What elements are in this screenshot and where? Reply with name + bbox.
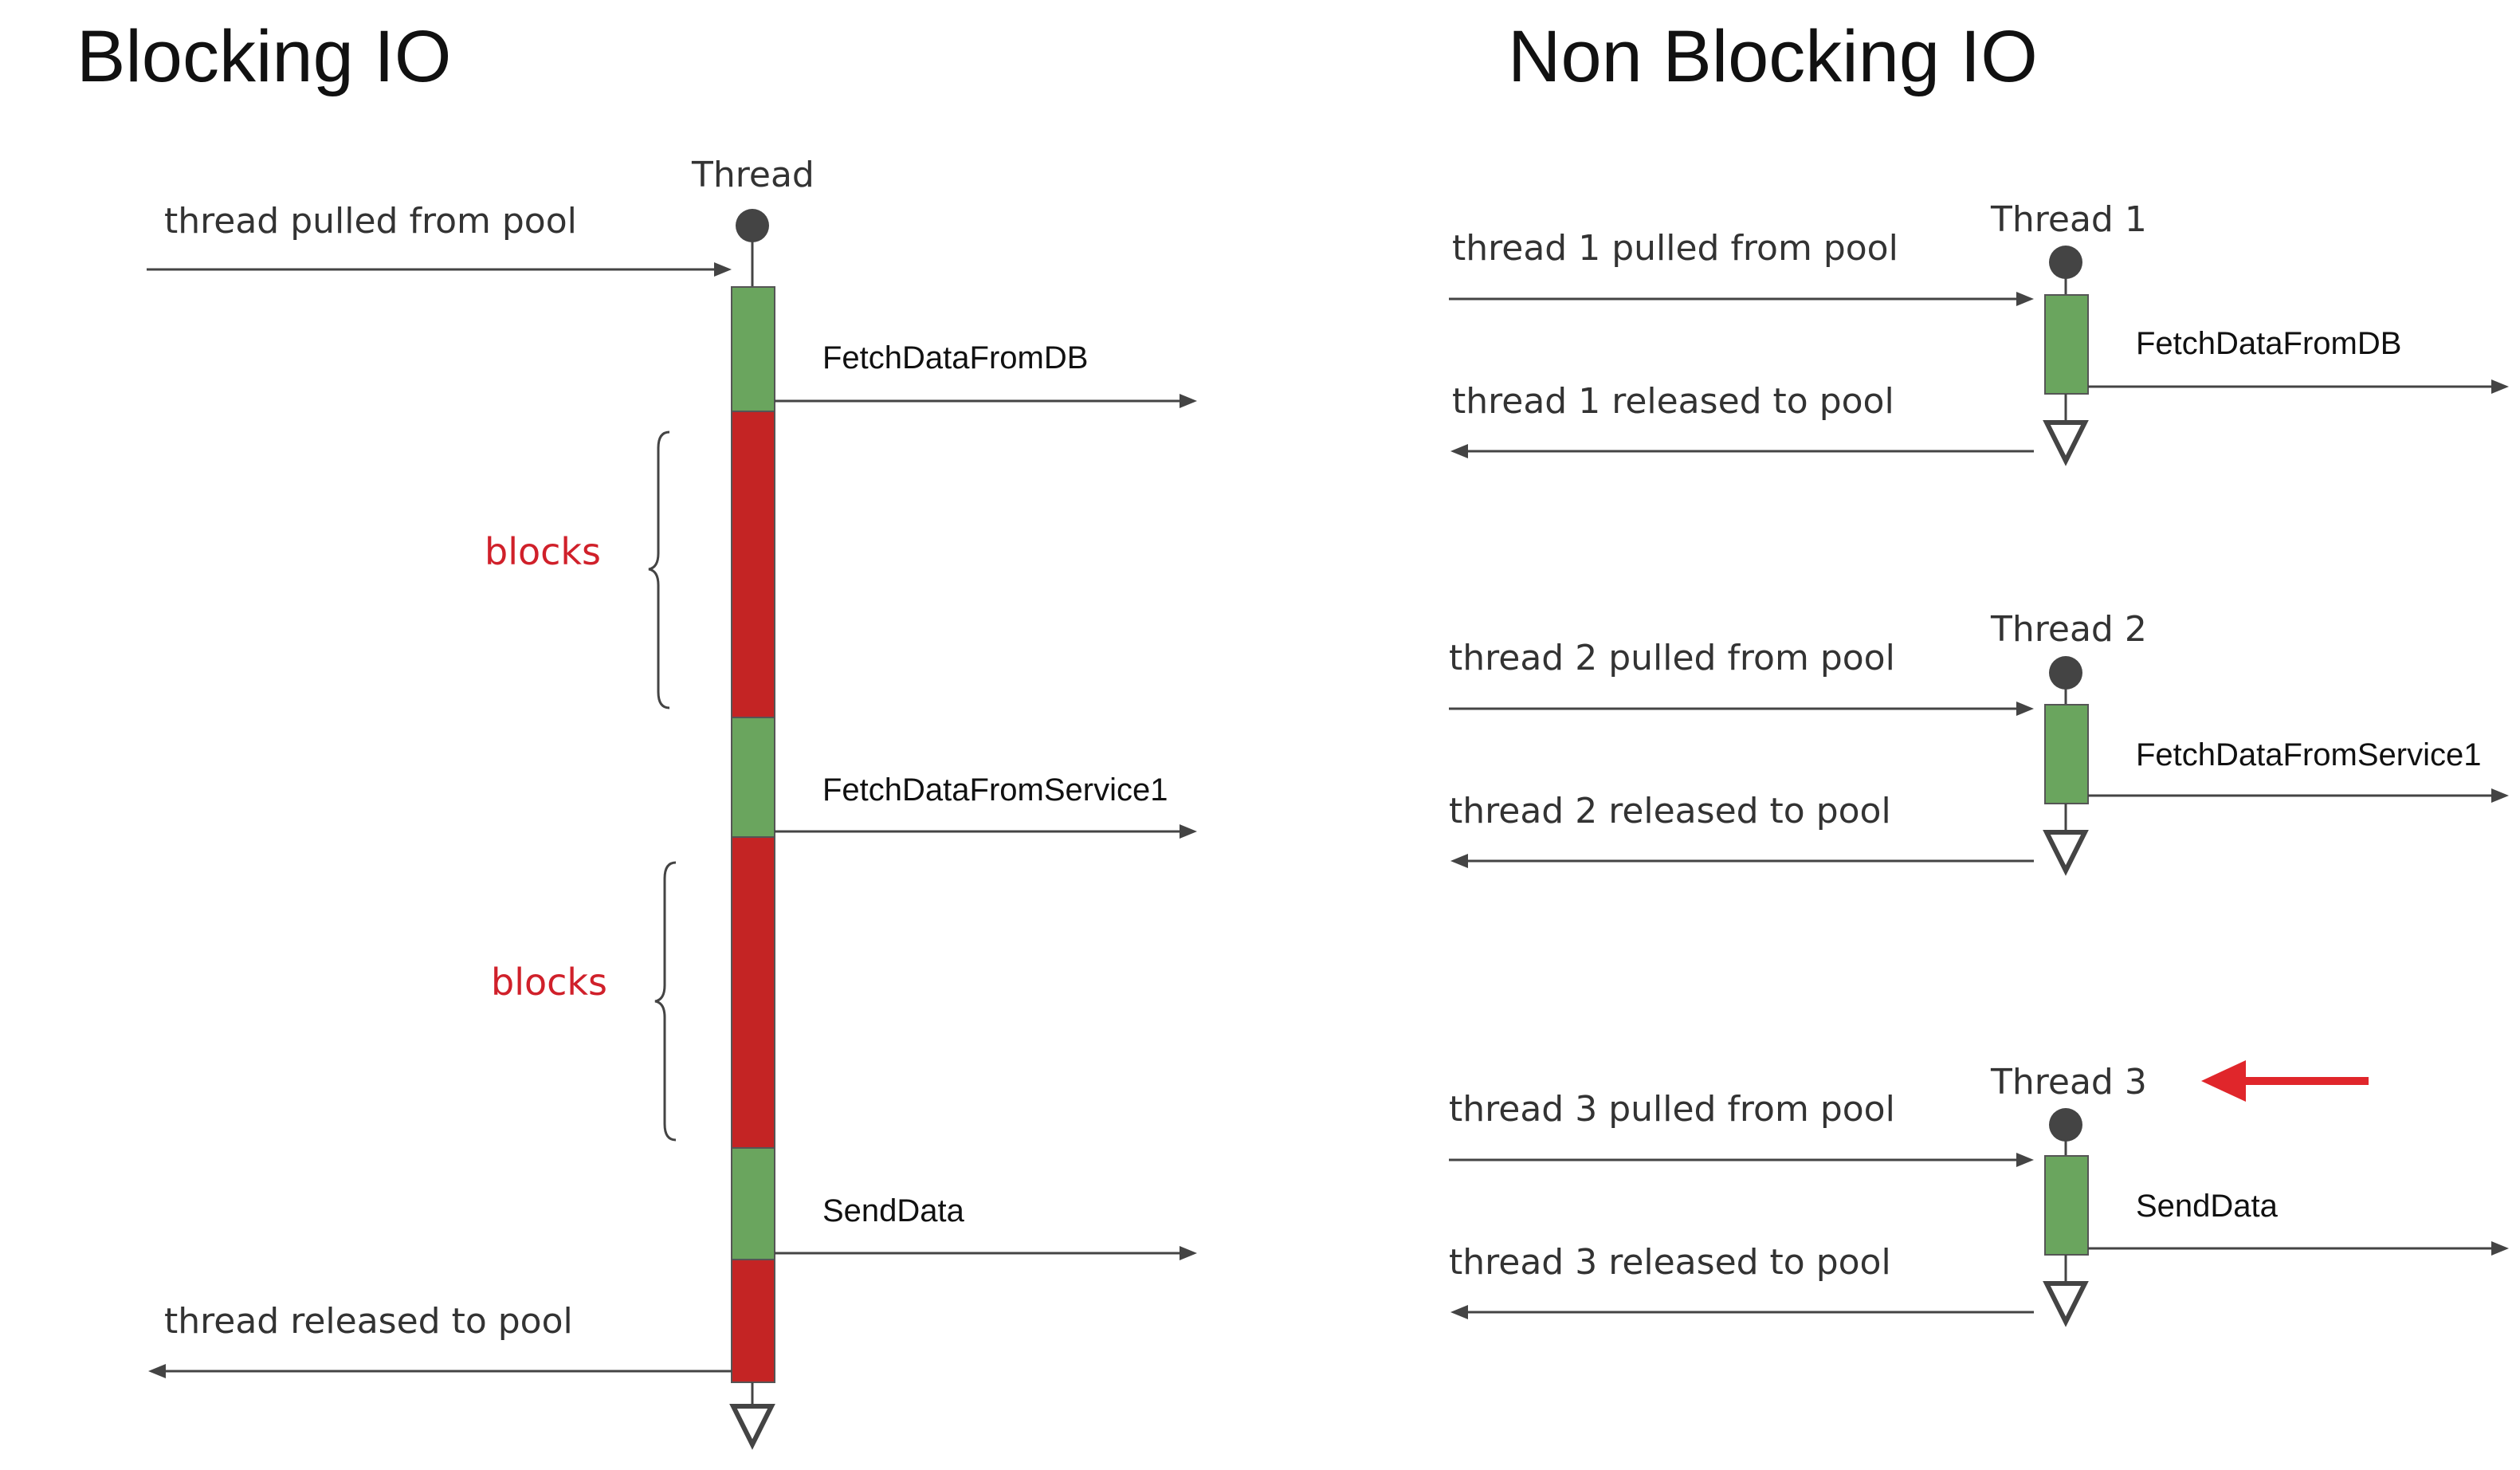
blocking-released-label: thread released to pool	[164, 1301, 573, 1342]
thread-start-dot-icon	[2049, 246, 2082, 295]
thread-3-group: Thread 3 thread 3 pulled from pool SendD…	[1449, 1060, 2509, 1327]
thread-end-arrow-icon	[729, 1382, 775, 1450]
released-arrow-icon	[1450, 444, 2034, 458]
thread-3-op-label: SendData	[2136, 1189, 2279, 1224]
op-arrow-icon	[2088, 1241, 2509, 1256]
op-arrow-icon	[775, 824, 1197, 839]
active-segment-service	[731, 717, 775, 838]
blocks-label: blocks	[491, 961, 607, 1004]
op-label-send-data: SendData	[822, 1193, 965, 1228]
thread-end-arrow-icon	[2043, 394, 2089, 466]
blocking-io-title: Blocking IO	[77, 16, 451, 97]
active-segment-db	[731, 286, 775, 412]
thread-2-pulled-label: thread 2 pulled from pool	[1449, 638, 1895, 678]
op-label-fetch-service: FetchDataFromService1	[822, 772, 1168, 808]
thread-1-released-label: thread 1 released to pool	[1452, 381, 1894, 422]
active-segment	[2044, 704, 2089, 804]
thread-start-dot-icon	[736, 209, 769, 287]
thread-end-arrow-icon	[2043, 1255, 2089, 1327]
blocked-segment-2	[731, 836, 775, 1149]
op-label-fetch-db: FetchDataFromDB	[822, 340, 1088, 375]
thread-1-pulled-label: thread 1 pulled from pool	[1452, 228, 1898, 269]
non-blocking-io-title: Non Blocking IO	[1508, 16, 2038, 97]
active-segment	[2044, 1155, 2089, 1256]
non-blocking-io-panel: Thread 1 thread 1 pulled from pool Fetch…	[1449, 199, 2509, 1327]
thread-end-arrow-icon	[2043, 804, 2089, 876]
op-arrow-icon	[2088, 379, 2509, 394]
pulled-arrow-icon	[1449, 1153, 2034, 1167]
thread-2-op-label: FetchDataFromService1	[2136, 737, 2481, 772]
brace-icon	[648, 430, 670, 709]
active-segment-send	[731, 1147, 775, 1260]
op-arrow-icon	[2088, 788, 2509, 803]
thread-2-label: Thread 2	[1990, 609, 2147, 650]
thread-1-label: Thread 1	[1990, 199, 2147, 240]
released-arrow-icon	[1450, 854, 2034, 868]
op-arrow-icon	[775, 1246, 1197, 1260]
thread-3-released-label: thread 3 released to pool	[1449, 1242, 1891, 1283]
pulled-arrow-icon	[147, 262, 732, 277]
blocking-thread-label: Thread	[691, 155, 814, 195]
released-arrow-icon	[148, 1364, 732, 1378]
blocked-segment-1	[731, 411, 775, 718]
thread-1-group: Thread 1 thread 1 pulled from pool Fetch…	[1449, 199, 2509, 466]
thread-start-dot-icon	[2049, 1108, 2082, 1156]
active-segment	[2044, 294, 2089, 395]
thread-3-pulled-label: thread 3 pulled from pool	[1449, 1089, 1895, 1130]
red-arrow-icon	[2201, 1060, 2369, 1102]
blocked-segment-3	[731, 1259, 775, 1383]
thread-3-label: Thread 3	[1990, 1062, 2147, 1102]
thread-1-op-label: FetchDataFromDB	[2136, 326, 2401, 361]
pulled-arrow-icon	[1449, 292, 2034, 306]
brace-icon	[654, 861, 677, 1142]
blocks-label: blocks	[485, 530, 601, 573]
blocking-io-panel: Thread thread pulled from pool FetchData…	[147, 155, 1197, 1450]
blocking-pulled-label: thread pulled from pool	[164, 201, 577, 242]
thread-2-group: Thread 2 thread 2 pulled from pool Fetch…	[1449, 609, 2509, 876]
thread-2-released-label: thread 2 released to pool	[1449, 791, 1891, 831]
pulled-arrow-icon	[1449, 702, 2034, 716]
op-arrow-icon	[775, 394, 1197, 408]
released-arrow-icon	[1450, 1305, 2034, 1319]
thread-start-dot-icon	[2049, 656, 2082, 705]
